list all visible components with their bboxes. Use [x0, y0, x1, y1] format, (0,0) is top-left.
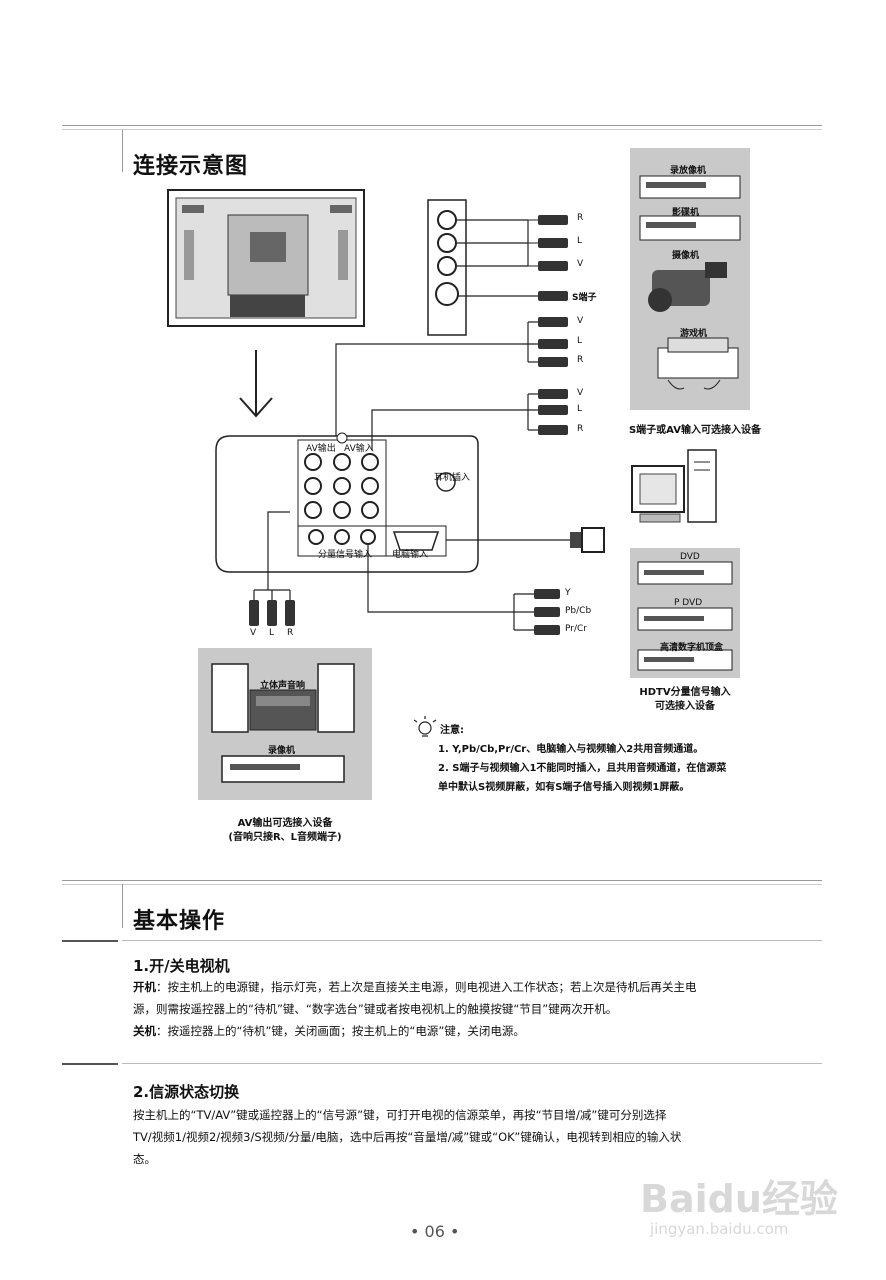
- panel-computer-label: 电脑输入: [392, 550, 429, 560]
- sub2-text-2: TV/视频1/视频2/视频3/S视频/分量/电脑，选中后再按“音量增/减”键或“…: [133, 1130, 682, 1144]
- out-label-v: V: [250, 628, 257, 638]
- mid1-label-v: V: [577, 316, 584, 326]
- sub2-title: 2.信源状态切换: [133, 1083, 240, 1101]
- ypbpr-label-pr: Pr/Cr: [565, 624, 587, 634]
- ypbpr-label-y: Y: [565, 588, 571, 598]
- bulb-icon: [413, 716, 437, 737]
- hdtv-caption-1: HDTV分量信号输入: [639, 687, 731, 698]
- device-game-label: 游戏机: [680, 329, 708, 339]
- av-out-caption-1: AV输出可选接入设备: [237, 818, 333, 829]
- top-rule-2: [62, 129, 822, 130]
- side-av-panel: [427, 199, 467, 336]
- ypbpr-label-pb: Pb/Cb: [565, 606, 592, 616]
- panel-headphone-label: 耳机插入: [434, 473, 471, 483]
- panel-av-in-label: AV输入: [344, 444, 374, 454]
- connection-diagram: [167, 148, 750, 800]
- off-label: 关机: [133, 1024, 156, 1038]
- av-out-caption-2: (音响只接R、L音频端子): [228, 832, 342, 843]
- sub2-rule: [122, 1063, 822, 1064]
- baidu-watermark-logo: Baidu经验: [640, 1177, 838, 1221]
- mid2-label-r: R: [577, 424, 584, 434]
- hdtv-pdvd-label: P DVD: [674, 598, 703, 608]
- vga-plug-icon: [570, 527, 605, 553]
- section2-title: 基本操作: [133, 909, 226, 934]
- sub1-tick: [62, 940, 118, 942]
- sub1-rule: [122, 940, 822, 941]
- mid2-label-v: V: [577, 388, 584, 398]
- down-arrow-icon: [239, 350, 273, 418]
- hdtv-devices-group: [630, 548, 740, 678]
- section2-rule-2: [62, 884, 822, 885]
- rca-plugs-out: [249, 600, 295, 626]
- tv-back-image: [167, 189, 365, 327]
- page-number: • 06 •: [410, 1222, 460, 1241]
- device-vcr-label: 录放像机: [670, 166, 707, 176]
- hdtv-dvd-label: DVD: [680, 552, 700, 562]
- av-out-stereo-label: 立体声音响: [260, 681, 306, 691]
- on-text-2: 源，则需按遥控器上的“待机”键、“数字选台”键或者按电视机上的触摸按键“节目”键…: [133, 1002, 618, 1016]
- rca-label-v: V: [577, 259, 584, 269]
- sub2-text-1: 按主机上的“TV/AV”键或遥控器上的“信号源”键，可打开电视的信源菜单，再按“…: [133, 1108, 667, 1122]
- rear-panel: [215, 432, 479, 573]
- hdtv-stb-label: 高清数字机顶盒: [660, 643, 724, 653]
- s-av-devices-group: [630, 148, 750, 410]
- sub1-on-paragraph: 开机：按主机上的电源键，指示灯亮，若上次是直接关主电源，则电视进入工作状态；若上…: [133, 976, 833, 1042]
- rca-plugs-mid: [534, 317, 568, 635]
- computer-image: [631, 449, 717, 523]
- mid1-label-r: R: [577, 355, 584, 365]
- av-out-devices-group: [198, 648, 372, 800]
- hdtv-caption-2: 可选接入设备: [655, 701, 715, 712]
- sub2-tick: [62, 1063, 118, 1065]
- panel-av-out-label: AV输出: [306, 444, 336, 454]
- device-dvd-label: 影碟机: [672, 208, 700, 218]
- section1-title: 连接示意图: [133, 154, 249, 179]
- off-text: ：按遥控器上的“待机”键，关闭画面；按主机上的“电源”键，关闭电源。: [156, 1024, 525, 1038]
- sub2-paragraph: 按主机上的“TV/AV”键或遥控器上的“信号源”键，可打开电视的信源菜单，再按“…: [133, 1104, 833, 1170]
- baidu-watermark-url: jingyan.baidu.com: [650, 1220, 789, 1238]
- mid2-label-l: L: [577, 404, 583, 414]
- s-port-label: S端子: [572, 293, 597, 303]
- notes-line-1: 1. Y,Pb/Cb,Pr/Cr、电脑输入与视频输入2共用音频通道。: [438, 744, 704, 755]
- mid1-label-l: L: [577, 336, 583, 346]
- s-av-devices-caption: S端子或AV输入可选接入设备: [628, 425, 761, 436]
- device-camcorder-label: 摄像机: [672, 251, 700, 261]
- sub2-text-3: 态。: [133, 1152, 156, 1166]
- top-rule: [62, 125, 822, 126]
- av-out-vcr-label: 录像机: [268, 746, 296, 756]
- panel-component-label: 分量信号输入: [318, 550, 373, 560]
- section2-marker: [122, 884, 123, 928]
- rca-plugs-top: [538, 215, 568, 301]
- sub1-title: 1.开/关电视机: [133, 957, 230, 975]
- out-label-l: L: [269, 628, 275, 638]
- notes-line-2: 2. S端子与视频输入1不能同时插入，且共用音频通道，在信源菜: [438, 763, 727, 774]
- out-label-r: R: [287, 628, 294, 638]
- rca-label-r: R: [577, 213, 584, 223]
- rca-label-l: L: [577, 236, 583, 246]
- on-label: 开机: [133, 980, 156, 994]
- section2-rule: [62, 880, 822, 881]
- notes-line-3: 单中默认S视频屏蔽，如有S端子信号插入则视频1屏蔽。: [438, 782, 690, 793]
- notes-heading: 注意:: [440, 725, 464, 736]
- on-text-1: ：按主机上的电源键，指示灯亮，若上次是直接关主电源，则电视进入工作状态；若上次是…: [156, 980, 697, 994]
- section1-marker: [122, 130, 123, 172]
